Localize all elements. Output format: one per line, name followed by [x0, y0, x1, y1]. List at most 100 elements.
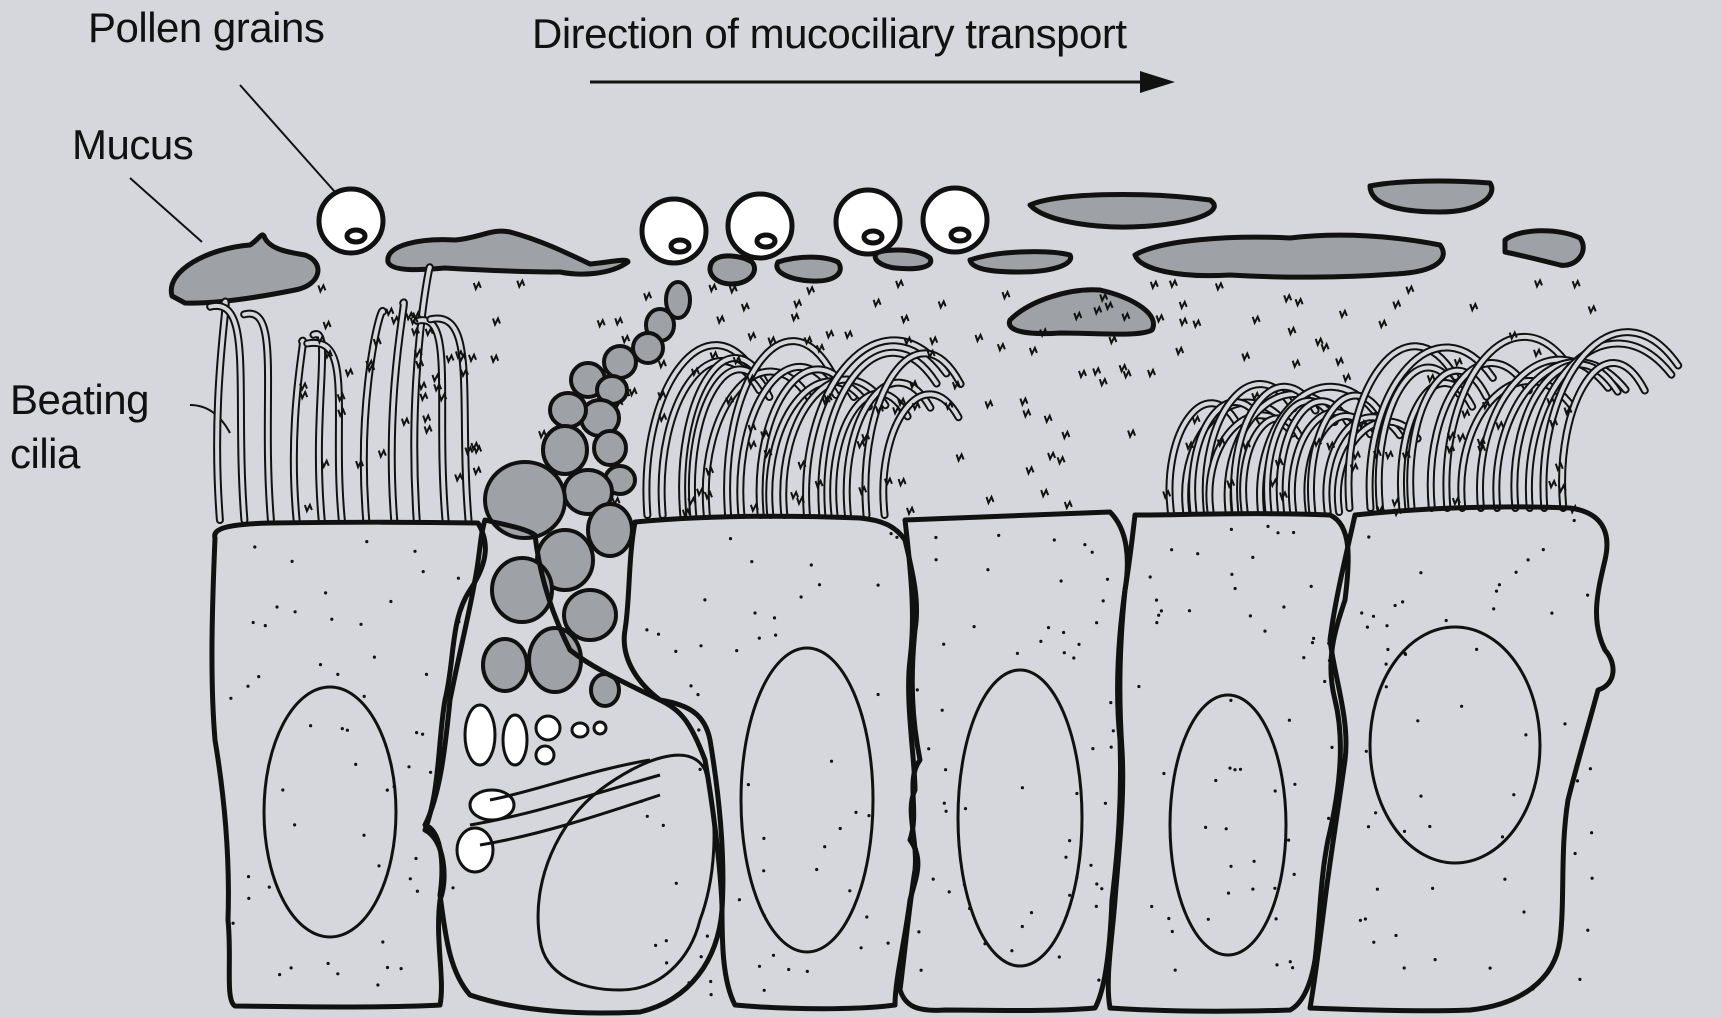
fluid-mark — [425, 427, 432, 433]
stipple-dot — [416, 890, 419, 893]
stipple-dot — [365, 540, 368, 543]
stipple-dot — [1492, 607, 1495, 610]
stipple-dot — [758, 637, 761, 640]
stipple-dot — [997, 534, 1000, 537]
stipple-dot — [457, 577, 460, 580]
stipple-dot — [1072, 656, 1075, 659]
fluid-mark — [1393, 302, 1400, 308]
stipple-dot — [1287, 839, 1290, 842]
fluid-mark — [1379, 321, 1386, 327]
fluid-mark — [300, 392, 307, 398]
stipple-dot — [763, 989, 766, 992]
stipple-dot — [1367, 535, 1370, 538]
stipple-dot — [1416, 719, 1419, 722]
stipple-dot — [430, 800, 433, 803]
stipple-dot — [823, 845, 826, 848]
stipple-dot — [1077, 643, 1080, 646]
stipple-dot — [1229, 865, 1232, 868]
stipple-dot — [895, 536, 898, 539]
fluid-mark — [1253, 317, 1260, 323]
fluid-mark — [749, 425, 756, 431]
stipple-dot — [247, 875, 250, 878]
stipple-dot — [1207, 918, 1210, 921]
stipple-dot — [1311, 641, 1314, 644]
fluid-mark — [318, 285, 325, 291]
stipple-dot — [877, 584, 880, 587]
mucus-blob — [970, 252, 1071, 272]
fluid-mark — [1462, 411, 1469, 417]
fluid-mark — [1351, 465, 1358, 471]
stipple-dot — [1167, 917, 1170, 920]
fluid-mark — [402, 419, 409, 425]
stipple-dot — [1150, 905, 1153, 908]
stipple-dot — [1542, 548, 1545, 551]
stipple-dot — [729, 537, 732, 540]
fluid-mark — [858, 441, 865, 447]
stipple-dot — [445, 724, 448, 727]
stipple-dot — [1364, 917, 1367, 920]
stipple-dot — [738, 898, 741, 901]
stipple-dot — [1589, 767, 1592, 770]
fluid-mark — [1535, 280, 1542, 286]
fluid-mark — [659, 415, 666, 421]
stipple-dot — [699, 768, 702, 771]
stipple-dot — [1253, 860, 1256, 863]
stipple-dot — [800, 595, 803, 598]
stipple-dot — [415, 731, 418, 734]
stipple-dot — [1394, 604, 1397, 607]
fluid-mark — [976, 335, 983, 341]
mucus-blob — [171, 235, 318, 303]
stipple-dot — [806, 970, 809, 973]
stipple-dot — [941, 709, 944, 712]
stipple-dot — [1376, 888, 1379, 891]
stipple-dot — [1170, 548, 1173, 551]
stipple-dot — [762, 837, 765, 840]
stipple-dot — [451, 886, 454, 889]
stipple-dot — [422, 570, 425, 573]
stipple-dot — [393, 785, 396, 788]
stipple-dot — [1091, 747, 1094, 750]
stipple-dot — [854, 811, 857, 814]
stipple-dot — [1021, 786, 1024, 789]
fluid-mark — [491, 356, 498, 362]
stipple-dot — [839, 827, 842, 830]
fluid-mark — [1496, 422, 1503, 428]
stipple-dot — [810, 563, 813, 566]
fluid-mark — [1455, 359, 1462, 365]
fluid-mark — [706, 468, 713, 474]
stipple-dot — [665, 939, 668, 942]
stipple-dot — [1359, 919, 1362, 922]
stipple-dot — [1372, 615, 1375, 618]
stipple-dot — [646, 815, 649, 818]
stipple-dot — [346, 729, 349, 732]
fluid-mark — [826, 331, 833, 337]
stipple-dot — [1097, 979, 1100, 982]
nucleus — [264, 687, 396, 937]
fluid-mark — [794, 301, 801, 307]
fluid-mark — [1549, 481, 1556, 487]
stipple-dot — [1239, 768, 1242, 771]
stipple-dot — [657, 633, 660, 636]
fluid-mark — [1124, 371, 1131, 377]
stipple-dot — [1171, 930, 1174, 933]
stipple-dot — [700, 955, 703, 958]
stipple-dot — [1016, 652, 1019, 655]
fluid-mark — [730, 286, 737, 292]
stipple-dot — [1372, 941, 1375, 944]
stipple-dot — [1310, 585, 1313, 588]
fluid-mark — [1343, 375, 1350, 381]
stipple-dot — [1366, 626, 1369, 629]
fluid-mark — [791, 492, 798, 498]
fluid-mark — [957, 455, 964, 461]
fluid-mark — [807, 287, 814, 293]
stipple-dot — [943, 802, 946, 805]
fluid-mark — [1023, 410, 1030, 416]
goblet-granules — [457, 705, 660, 872]
stipple-dot — [377, 864, 380, 867]
fluid-mark — [1003, 292, 1010, 298]
stipple-dot — [324, 591, 327, 594]
fluid-mark — [469, 355, 476, 361]
stipple-dot — [675, 882, 678, 885]
stipple-dot — [354, 763, 357, 766]
mucus-label: Mucus — [72, 123, 193, 167]
